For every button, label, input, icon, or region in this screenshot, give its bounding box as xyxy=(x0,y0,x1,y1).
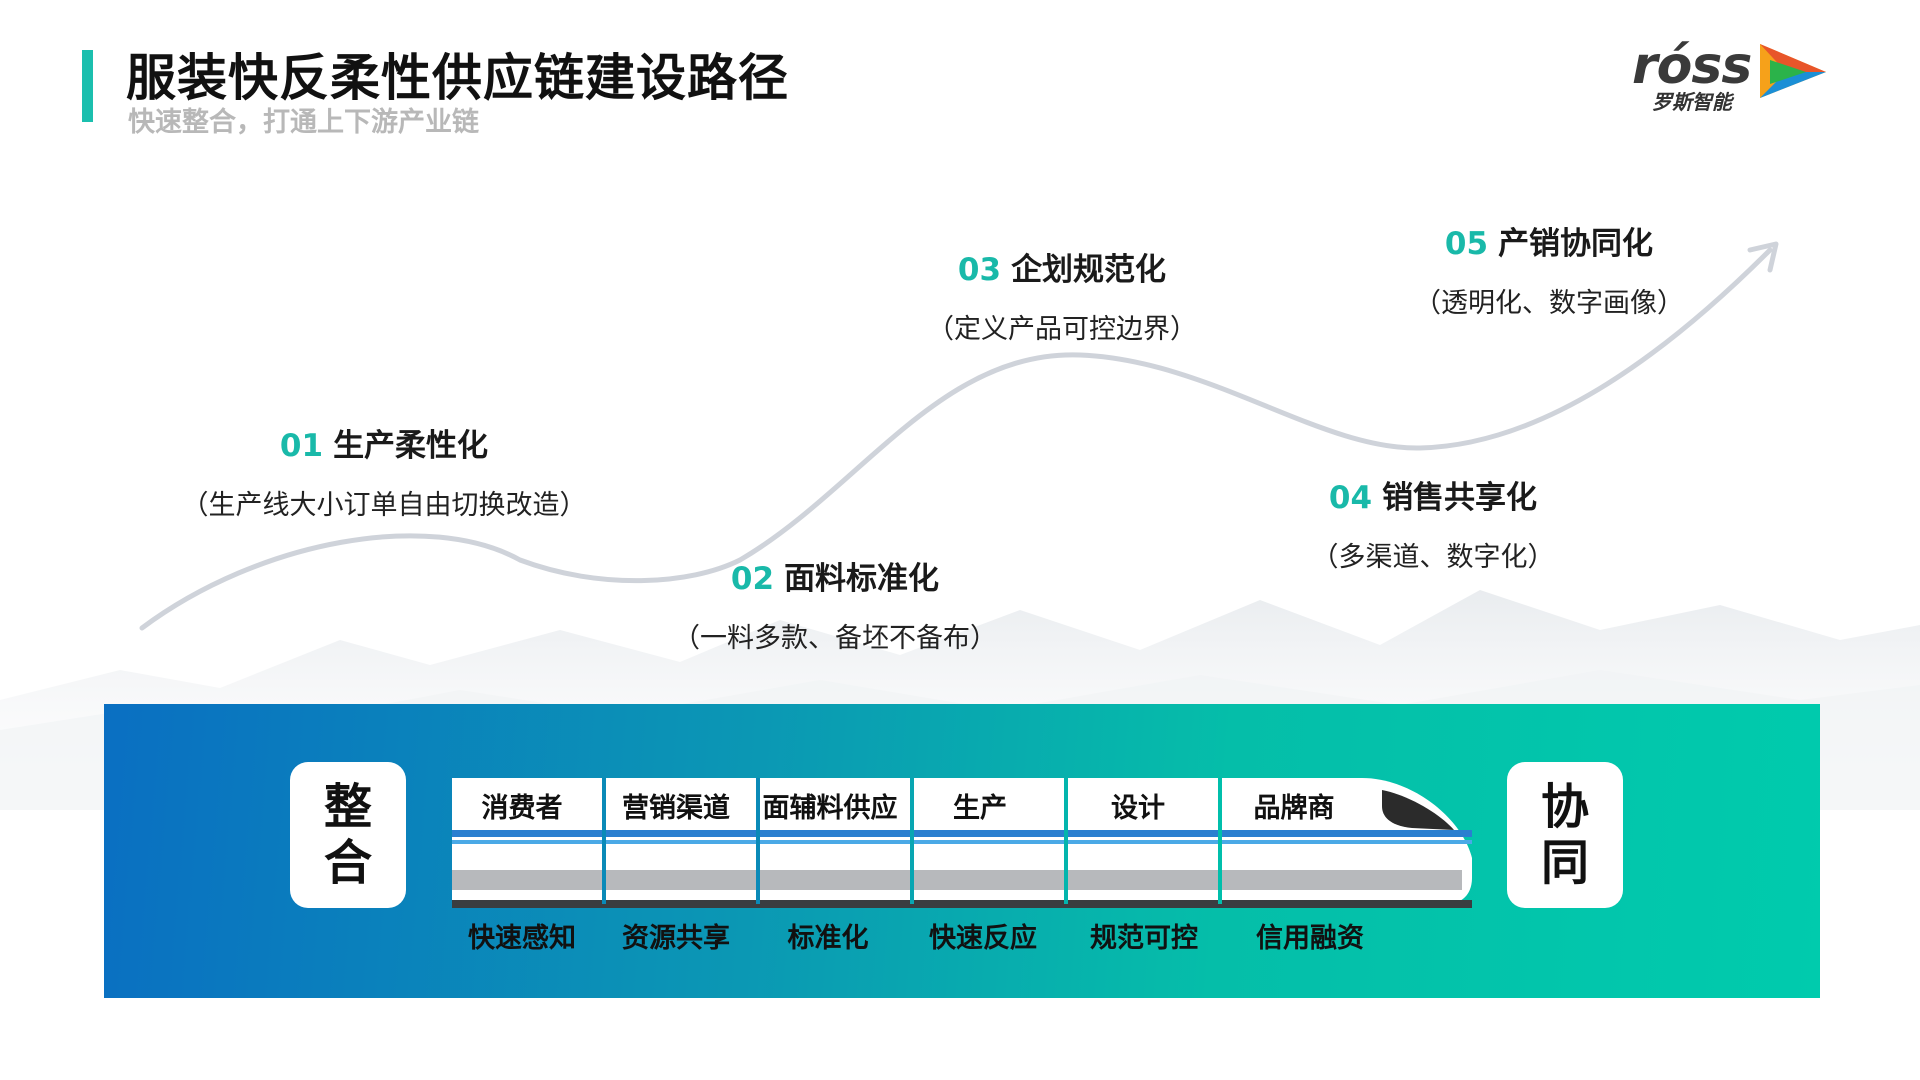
capability-label: 资源共享 xyxy=(622,923,730,954)
car-label: 生产 xyxy=(953,793,1007,824)
capability-label: 标准化 xyxy=(787,923,869,954)
stage-number: 03 xyxy=(957,252,1002,288)
integrate-char: 合 xyxy=(323,835,372,891)
capability-label: 快速感知 xyxy=(468,923,576,954)
train-graphic xyxy=(452,778,1472,908)
stage-title: 面料标准化 xyxy=(784,561,940,597)
integrate-char: 整 xyxy=(323,779,372,835)
car-label: 设计 xyxy=(1111,793,1165,824)
stage-description: （一料多款、备坯不备布） xyxy=(673,623,997,654)
page-title: 服装快反柔性供应链建设路径 xyxy=(126,49,789,107)
stage-description: （定义产品可控边界） xyxy=(927,314,1197,345)
collaborate-char: 协 xyxy=(1540,779,1589,835)
logo-triangle-icon xyxy=(1760,44,1826,98)
capability-label: 规范可控 xyxy=(1090,923,1198,954)
car-label: 品牌商 xyxy=(1253,793,1335,824)
page-subtitle: 快速整合，打通上下游产业链 xyxy=(128,107,479,138)
brand-logo: róss 罗斯智能 xyxy=(1630,36,1830,116)
logo-wordmark: róss xyxy=(1632,36,1752,96)
stage-number: 04 xyxy=(1328,480,1373,516)
capability-label: 信用融资 xyxy=(1256,923,1364,954)
stage-description: （透明化、数字画像） xyxy=(1414,288,1684,319)
stage-title: 生产柔性化 xyxy=(333,428,489,464)
capability-label: 快速反应 xyxy=(929,923,1037,954)
car-label: 消费者 xyxy=(481,793,563,824)
stage-description: （生产线大小订单自由切换改造） xyxy=(181,490,587,521)
stage-title: 销售共享化 xyxy=(1382,480,1538,516)
collaborate-box: 协 同 xyxy=(1507,762,1623,908)
stage-title: 产销协同化 xyxy=(1498,226,1654,262)
car-label: 面辅料供应 xyxy=(762,793,898,824)
stage-number: 05 xyxy=(1444,226,1489,262)
collaborate-char: 同 xyxy=(1540,835,1589,891)
integrate-box: 整 合 xyxy=(290,762,406,908)
stage-number: 02 xyxy=(730,561,775,597)
stage-description: （多渠道、数字化） xyxy=(1311,542,1555,573)
car-label: 营销渠道 xyxy=(622,793,730,824)
title-accent-bar xyxy=(82,50,93,122)
stage-title: 企划规范化 xyxy=(1011,252,1167,288)
logo-subtext: 罗斯智能 xyxy=(1652,90,1732,114)
stage-number: 01 xyxy=(279,428,324,464)
